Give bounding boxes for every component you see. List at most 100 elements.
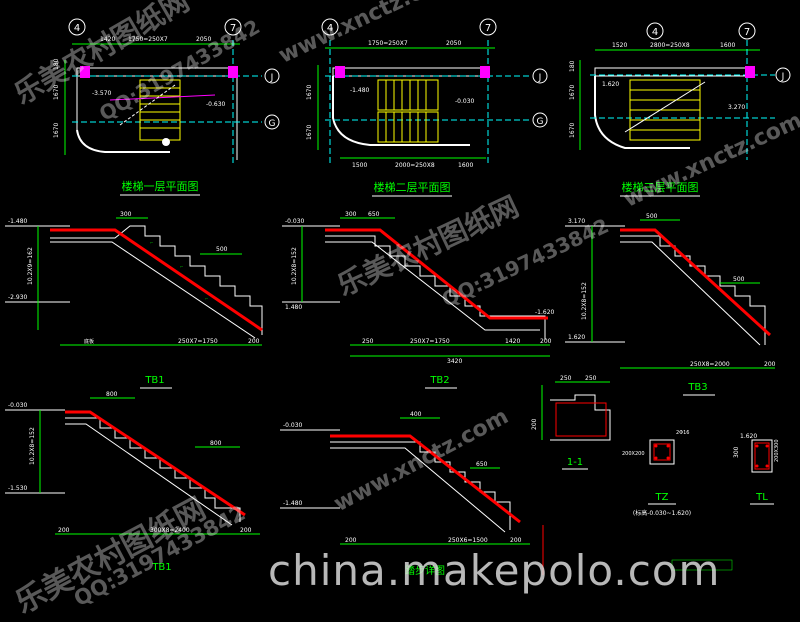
dim-text: 2800=250X8	[650, 42, 690, 49]
dim-text: 1420	[505, 338, 520, 345]
plan-title: 楼梯二层平面图	[374, 180, 451, 194]
dim-text: 1500	[352, 162, 367, 169]
dim-text: 180	[53, 58, 60, 70]
section-title: 踏步详图	[405, 564, 445, 577]
dim-text: 1670	[306, 85, 313, 100]
dim-text: 底板	[84, 338, 94, 345]
dim-text: 200	[531, 418, 538, 430]
dim-text: 1600	[458, 162, 473, 169]
level-text: -1.530	[8, 485, 28, 492]
detail-note: (标高-0.030~1.620)	[633, 509, 691, 517]
axis-label-7: 7	[485, 23, 491, 34]
dim-text: 200X300	[774, 439, 780, 462]
dim-text: 200	[345, 537, 357, 544]
svg-text:⌐: ⌐	[180, 264, 183, 269]
dim-text: 500	[733, 276, 745, 283]
dim-text: 250	[585, 375, 597, 382]
dim-text: 1670	[53, 123, 60, 138]
plan-third-floor: 4 7 J 1520 2800=250X8 1600 180 1670 1670…	[569, 22, 791, 197]
section-title: TB3	[687, 382, 707, 393]
svg-text:⌐: ⌐	[150, 240, 153, 245]
dim-text: 250X8=2000	[690, 361, 730, 368]
axis-label-4: 4	[74, 23, 80, 34]
dim-text: 10.2X8=152	[29, 427, 36, 465]
level-text: -1.480	[8, 218, 28, 225]
dim-text: 2000=250X8	[395, 162, 435, 169]
axis-label-j: J	[781, 72, 785, 82]
svg-text:⌐: ⌐	[205, 296, 208, 301]
axis-label-7: 7	[744, 27, 750, 38]
level-text: -2.930	[8, 294, 28, 301]
section-title: TB2	[429, 375, 449, 386]
dim-text: 1670	[53, 85, 60, 100]
dim-text: 180	[569, 60, 576, 72]
dim-text: 10.2X9=162	[27, 247, 34, 285]
dim-text: 1750=250X7	[368, 40, 408, 47]
dim-text: 200	[58, 527, 70, 534]
level-text: -0.030	[283, 422, 303, 429]
section-tb3: 3.170 1.620 10.2X8=152 500 500 250X8=200…	[565, 213, 776, 396]
stair-drawing-canvas: 4 7 J G 1420 1750=250X7 2050 180 1670 16…	[5, 18, 791, 577]
detail-tz: 200X200 2Φ16 TZ (标高-0.030~1.620)	[622, 430, 691, 517]
dim-text: 250X6=1500	[448, 537, 488, 544]
dim-text: 300	[733, 446, 740, 458]
axis-label-g: G	[537, 117, 544, 127]
level-text: 3.170	[568, 218, 585, 225]
dim-text: 1600	[720, 42, 735, 49]
dim-text: 1420	[100, 36, 115, 43]
level-text: -1.620	[535, 309, 555, 316]
dim-text: 1670	[306, 125, 313, 140]
level-text: 1.480	[285, 304, 302, 311]
detail-tl: 1.620 300 200X300 TL	[733, 433, 780, 505]
dim-text: 2Φ16	[676, 430, 689, 436]
level-text: -3.570	[92, 90, 112, 97]
level-text: 1.620	[602, 81, 619, 88]
dim-text: 1670	[569, 123, 576, 138]
dim-text: 400	[410, 411, 422, 418]
dim-text: 2050	[196, 36, 211, 43]
axis-label-4: 4	[652, 27, 658, 38]
dim-text: 800	[210, 440, 222, 447]
footer-watermark: china.makepolo.com	[268, 546, 721, 595]
dim-text: 2050	[446, 40, 461, 47]
axis-label-j: J	[270, 73, 274, 83]
dim-text: 650	[368, 211, 380, 218]
plan-first-floor: 4 7 J G 1420 1750=250X7 2050 180 1670 16…	[53, 18, 280, 196]
dim-text: 250	[560, 375, 572, 382]
dim-text: 500	[646, 213, 658, 220]
dim-text: 1520	[612, 42, 627, 49]
dim-text: 200	[240, 527, 252, 534]
level-text: 1.620	[568, 334, 585, 341]
dim-text: 200	[764, 361, 776, 368]
level-text: -1.480	[350, 87, 370, 94]
dim-text: 200	[248, 338, 260, 345]
section-tb1: -1.480 -2.930 10.2X9=162 300 500 底板 250X…	[5, 211, 263, 389]
section-tb2: -0.030 1.480 10.2X8=152 300 650 -1.620 2…	[282, 211, 555, 389]
dim-text: 500	[216, 246, 228, 253]
level-text: -0.630	[206, 101, 226, 108]
dim-text: 1670	[569, 85, 576, 100]
plan-second-floor: 4 7 J G 1750=250X7 2050 1670 1670 -1.480…	[306, 18, 548, 197]
section-1-1: 200 250 250 1-1	[531, 375, 611, 470]
dim-text: 250X7=1750	[178, 338, 218, 345]
section-steps-detail: -0.030 -1.480 400 650 200 250X6=1500 200…	[280, 411, 544, 577]
dim-text: 650	[476, 461, 488, 468]
level-text: -0.030	[285, 218, 305, 225]
section-title: TB1	[144, 375, 164, 386]
detail-title: TZ	[655, 492, 669, 503]
dim-text: 300	[345, 211, 357, 218]
dim-text: 300X8=2400	[150, 527, 190, 534]
level-text: 1.620	[740, 433, 757, 440]
section-title: 1-1	[567, 457, 583, 468]
dim-text: 10.2X8=152	[291, 247, 298, 285]
detail-title: TL	[755, 492, 768, 503]
plan-title: 楼梯三层平面图	[622, 180, 699, 194]
dim-text: 200	[540, 338, 552, 345]
section-tb-lower: -0.030 -1.530 10.2X8=152 800 800 200 300…	[5, 391, 260, 573]
dim-text: 300	[120, 211, 132, 218]
level-text: -1.480	[283, 500, 303, 507]
level-text: 3.270	[728, 104, 745, 111]
dim-text: 800	[106, 391, 118, 398]
dim-text: 3420	[447, 358, 462, 365]
level-text: -0.030	[8, 402, 28, 409]
